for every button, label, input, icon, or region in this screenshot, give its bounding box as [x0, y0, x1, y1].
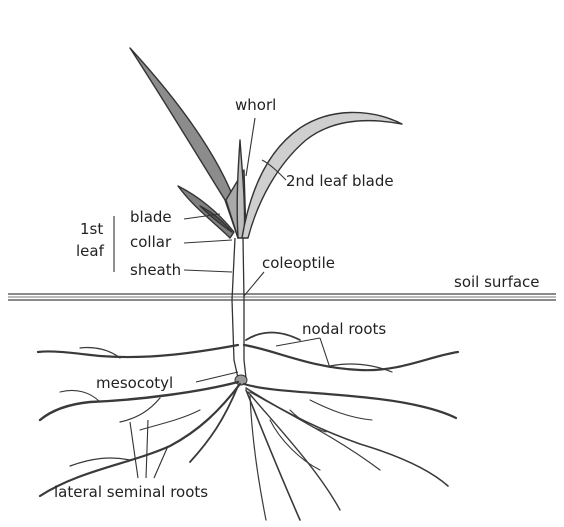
first-leaf-number-label: 1st — [80, 220, 103, 238]
nodal-roots-label: nodal roots — [302, 320, 386, 338]
second-leaf-blade-label: 2nd leaf blade — [286, 172, 394, 190]
mesocotyl-label: mesocotyl — [96, 374, 173, 392]
coleoptile-label: coleoptile — [262, 254, 335, 272]
lateral-seminal-roots-label: lateral seminal roots — [54, 483, 208, 501]
soil-surface-line — [8, 294, 556, 300]
first-leaf-word-label: leaf — [76, 242, 105, 260]
soil-surface-label: soil surface — [454, 273, 540, 291]
nodal-roots — [38, 333, 458, 373]
sheath-label: sheath — [130, 261, 181, 279]
collar-label: collar — [130, 233, 172, 251]
first-leaf-blade-tip — [200, 206, 232, 232]
whorl-label: whorl — [235, 96, 276, 114]
stem — [232, 238, 247, 385]
blade-label: blade — [130, 208, 172, 226]
whorl-shoot — [237, 140, 244, 238]
